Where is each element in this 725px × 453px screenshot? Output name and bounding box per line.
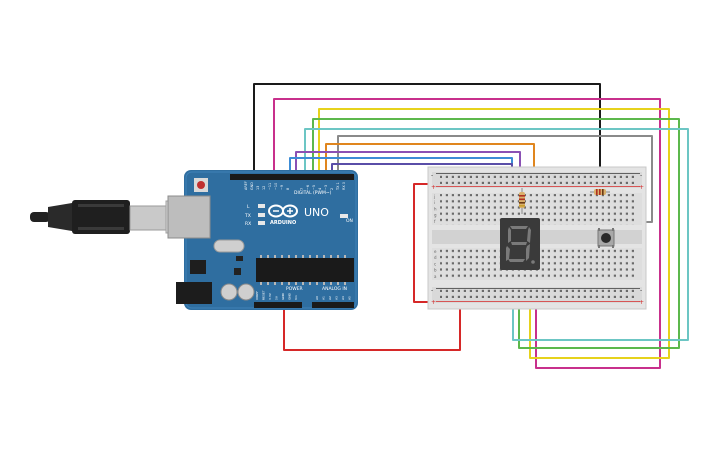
- power-pin-label: 3.3V: [268, 292, 272, 300]
- pin-5-label: ~5: [312, 185, 316, 190]
- row-letter: j: [433, 194, 435, 199]
- power-pin-label: Vin: [294, 295, 298, 300]
- analog-pin-label: A0: [315, 296, 319, 300]
- rail-plus-bottom-right: +: [639, 299, 644, 306]
- pin-gnd-label: GND: [250, 182, 254, 190]
- row-letter: d: [434, 255, 437, 260]
- power-pin-label: RESET: [262, 290, 266, 300]
- led-tx-label: TX: [244, 213, 251, 219]
- row-letter: e: [434, 249, 437, 254]
- pin-9-label: ~9: [280, 185, 284, 190]
- atmega-chip: [256, 258, 354, 282]
- pin-2-label: 2: [330, 188, 334, 190]
- wire-teal: [304, 128, 689, 341]
- wire-magenta: [273, 98, 661, 369]
- row-letter: a: [434, 274, 437, 279]
- row-letter: f: [434, 219, 436, 224]
- power-pin-label: 5V: [275, 295, 279, 300]
- pin-12-label: 12: [262, 186, 266, 190]
- analog-pin-label: A4: [341, 296, 345, 300]
- display-digit: 8.: [0, 0, 2, 1]
- led-rx-label: RX: [245, 221, 251, 227]
- row-letter: b: [434, 268, 437, 273]
- digital-label: DIGITAL (PWM~): [294, 190, 332, 196]
- rail-plus-top-right: +: [639, 184, 644, 191]
- pin-tx-label: TX 1: [336, 182, 340, 191]
- analog-pin-label: A3: [335, 296, 339, 300]
- pin-aref-label: AREF: [244, 181, 248, 190]
- digital-header: [230, 174, 354, 180]
- row-letter: c: [434, 261, 436, 266]
- pin-8-label: 8: [286, 188, 290, 190]
- power-pin-label: IOREF: [255, 291, 259, 300]
- pin-3-label: ~3: [324, 185, 328, 190]
- pin-10-label: ~10: [274, 183, 278, 190]
- power-label: POWER: [286, 286, 303, 292]
- wire-red-5v: [283, 302, 461, 351]
- analog-label: ANALOG IN: [322, 286, 347, 292]
- pin-rx-label: RX 0: [342, 182, 346, 190]
- power-pin-label: GND: [288, 292, 292, 300]
- push-button[interactable]: [597, 228, 615, 248]
- wire-gray: [337, 135, 653, 223]
- seven-segment-display: 8.: [0, 0, 540, 270]
- analog-pin-label: A1: [322, 296, 326, 300]
- arduino-logo: [268, 204, 298, 218]
- on-label: ON: [346, 218, 353, 224]
- rail-minus-top-left: -: [431, 172, 433, 179]
- rail-plus-top-left: +: [431, 184, 436, 191]
- rail-minus-top-right: -: [640, 172, 642, 179]
- row-letter: g: [434, 213, 437, 218]
- pin-13-label: 13: [256, 186, 260, 190]
- wire-yellow: [318, 108, 670, 359]
- uno-label: UNO: [304, 206, 329, 219]
- power-header: [254, 302, 302, 308]
- rail-minus-bottom-left: -: [431, 287, 433, 294]
- row-letter: i: [434, 200, 435, 205]
- analog-pin-label: A2: [328, 296, 332, 300]
- pin-7-label: 7: [300, 188, 304, 190]
- resistor-button: [590, 189, 610, 195]
- row-letter: h: [434, 206, 437, 211]
- pin-6-label: ~6: [306, 185, 310, 190]
- power-pin-label: GND: [281, 292, 285, 300]
- wire-red-rail: [413, 183, 432, 303]
- led-l-label: L: [247, 204, 250, 210]
- pin-11-label: ~11: [268, 183, 272, 190]
- arduino-board: L TX RX ON ARDUINO UNO DIGITAL (PWM~) AR…: [167, 170, 358, 310]
- rail-plus-bottom-left: +: [431, 299, 436, 306]
- resistor-display: [519, 188, 525, 214]
- pin-4-label: 4: [318, 188, 322, 190]
- analog-header: [312, 302, 354, 308]
- arduino-logo-text: ARDUINO: [270, 220, 296, 226]
- usb-cable: [30, 200, 187, 234]
- analog-pin-label: A5: [348, 296, 352, 300]
- rail-minus-bottom-right: -: [640, 287, 642, 294]
